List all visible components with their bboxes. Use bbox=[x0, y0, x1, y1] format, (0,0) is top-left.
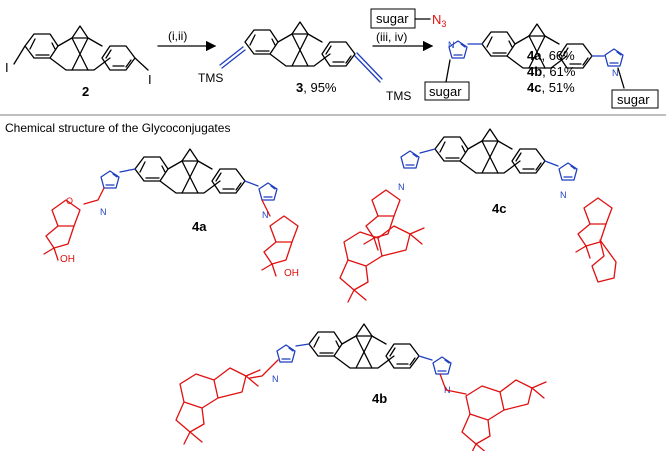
triazole-n1: N bbox=[448, 40, 455, 50]
product-4b-yield: , 61% bbox=[542, 64, 576, 79]
reagent-azide-sub: 3 bbox=[441, 19, 446, 29]
product-4a-label: 4a bbox=[527, 48, 542, 63]
svg-text:N3: N3 bbox=[432, 12, 446, 29]
4b-n-left: N bbox=[272, 374, 279, 384]
4a-ring-oxygen: O bbox=[66, 196, 73, 206]
compound-3-yield: , 95% bbox=[303, 80, 337, 95]
4a-label: 4a bbox=[192, 219, 207, 234]
step-1-conditions: (i,ii) bbox=[168, 29, 187, 43]
compound-3-label: 3 bbox=[296, 80, 303, 95]
structure-4a: N N OH OH O 4a bbox=[43, 148, 299, 279]
product-sugar-left: sugar bbox=[429, 84, 462, 99]
compound-2: I I 2 bbox=[5, 25, 152, 99]
product-4b-label: 4b bbox=[527, 64, 542, 79]
4a-hydroxyl-right: OH bbox=[284, 268, 299, 279]
product-4c-label: 4c bbox=[527, 80, 541, 95]
section-title: Chemical structure of the Glycoconjugate… bbox=[5, 121, 230, 135]
product-4c-yield: , 51% bbox=[541, 80, 575, 95]
step-2-conditions: (iii, iv) bbox=[376, 30, 407, 44]
tms-right: TMS bbox=[386, 89, 411, 103]
4a-n-left: N bbox=[100, 207, 107, 217]
iodo-right: I bbox=[148, 72, 152, 87]
product-4a-yield: , 66% bbox=[541, 48, 575, 63]
svg-text:4b, 61%: 4b, 61% bbox=[527, 64, 576, 79]
reagent-sugar-label: sugar bbox=[376, 11, 409, 26]
4b-label: 4b bbox=[372, 391, 387, 406]
triazole-n2: N bbox=[612, 68, 619, 78]
product-sugar-right: sugar bbox=[617, 92, 650, 107]
4c-label: 4c bbox=[492, 201, 506, 216]
reagent-azide: N bbox=[432, 12, 441, 27]
structure-4b: N N 4b bbox=[175, 323, 547, 451]
compound-2-label: 2 bbox=[82, 84, 89, 99]
tms-left: TMS bbox=[198, 71, 223, 85]
svg-text:3, 95%: 3, 95% bbox=[296, 80, 337, 95]
svg-text:4a, 66%: 4a, 66% bbox=[527, 48, 575, 63]
4a-hydroxyl-left: OH bbox=[60, 254, 75, 265]
compound-3: TMS TMS 3, 95% bbox=[198, 21, 411, 103]
structure-4c: N N 4c bbox=[339, 128, 617, 303]
sugar-azide-reagent: sugar N3 bbox=[370, 8, 446, 29]
iodo-left: I bbox=[5, 60, 9, 75]
svg-text:4c, 51%: 4c, 51% bbox=[527, 80, 575, 95]
4c-n-left: N bbox=[398, 182, 405, 192]
4a-n-right: N bbox=[262, 210, 269, 220]
product-4abc: N N sugar sugar 4a, 66% 4b, 61% 4c, 51% bbox=[424, 23, 659, 109]
4c-n-right: N bbox=[560, 190, 567, 200]
